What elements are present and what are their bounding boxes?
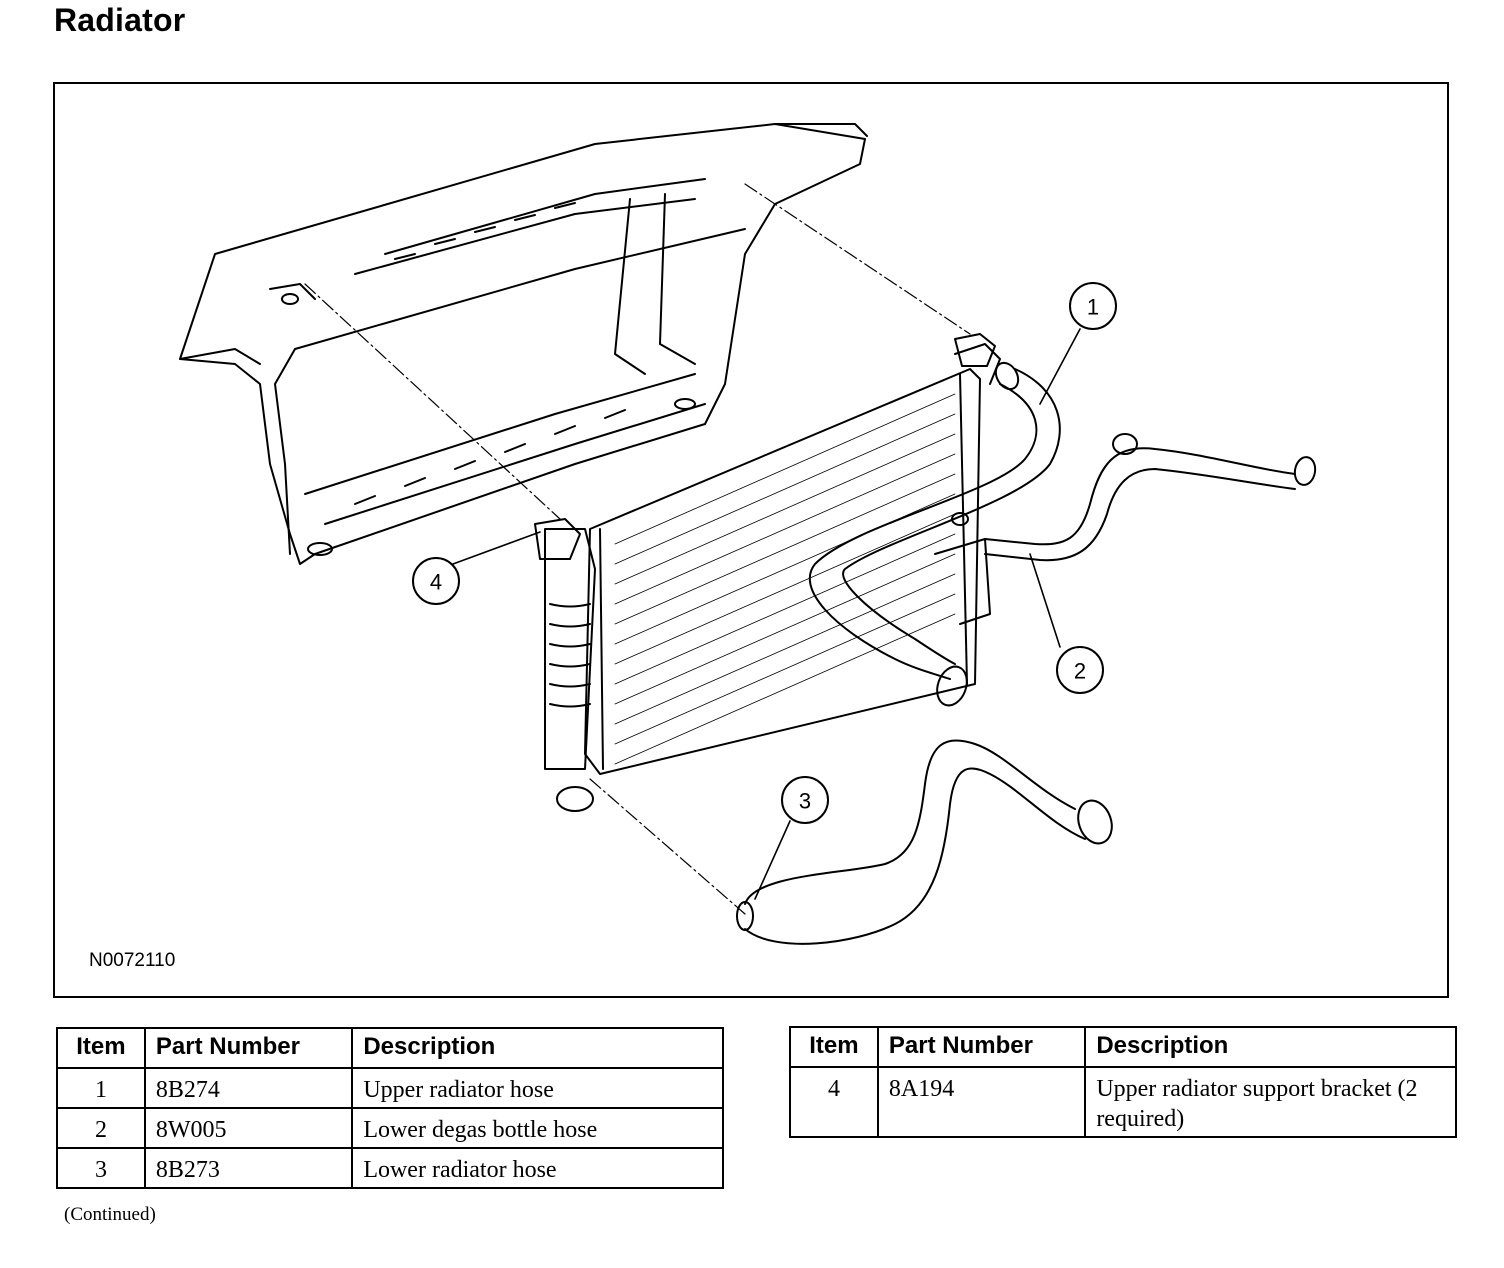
radiator-support-frame: [179, 123, 868, 565]
alignment-lines: [304, 183, 971, 915]
header-description: Description: [351, 1027, 724, 1069]
callout-1-label: 1: [1087, 295, 1099, 320]
header-item: Item: [789, 1026, 879, 1068]
page-title: Radiator: [54, 2, 186, 38]
item-cell: 3: [56, 1147, 146, 1189]
lower-radiator-hose: [736, 739, 1113, 945]
radiator-core: [544, 343, 1001, 812]
header-item: Item: [56, 1027, 146, 1069]
table-row: 1 8B274 Upper radiator hose: [56, 1067, 724, 1109]
header-part-number: Part Number: [143, 1027, 354, 1069]
callout-2: 2: [1056, 646, 1104, 694]
callout-3: 3: [781, 776, 829, 824]
callout-4-label: 4: [430, 570, 442, 595]
item-cell: 1: [56, 1067, 146, 1109]
table-row: 2 8W005 Lower degas bottle hose: [56, 1107, 724, 1149]
table-header-row: Item Part Number Description: [789, 1026, 1457, 1068]
callout-4: 4: [412, 557, 460, 605]
part-number-cell: 8W005: [143, 1107, 354, 1149]
description-cell: Upper radiator support bracket (2 requir…: [1084, 1066, 1457, 1138]
item-cell: 2: [56, 1107, 146, 1149]
parts-table-right: Item Part Number Description 4 8A194 Upp…: [789, 1026, 1457, 1138]
description-cell: Lower radiator hose: [351, 1147, 724, 1189]
continued-note: (Continued): [64, 1204, 156, 1225]
leader-lines: [452, 328, 1081, 900]
radiator-diagram: 1 2 3 4: [179, 123, 1317, 945]
table-row: 4 8A194 Upper radiator support bracket (…: [789, 1066, 1457, 1138]
callout-3-label: 3: [799, 789, 811, 814]
table-row: 3 8B273 Lower radiator hose: [56, 1147, 724, 1189]
part-number-cell: 8B273: [143, 1147, 354, 1189]
header-part-number: Part Number: [876, 1026, 1087, 1068]
figure-id: N0072110: [89, 950, 176, 971]
figure-frame: 1 2 3 4 N0072110: [53, 82, 1449, 998]
part-number-cell: 8A194: [876, 1066, 1087, 1138]
lower-degas-bottle-hose: [984, 433, 1317, 562]
table-header-row: Item Part Number Description: [56, 1027, 724, 1069]
callout-2-label: 2: [1074, 659, 1086, 684]
item-cell: 4: [789, 1066, 879, 1138]
upper-radiator-hose: [808, 361, 1061, 707]
description-cell: Upper radiator hose: [351, 1067, 724, 1109]
header-description: Description: [1084, 1026, 1457, 1068]
callout-1: 1: [1069, 282, 1117, 330]
parts-table-left: Item Part Number Description 1 8B274 Upp…: [56, 1027, 724, 1189]
part-number-cell: 8B274: [143, 1067, 354, 1109]
description-cell: Lower degas bottle hose: [351, 1107, 724, 1149]
upper-radiator-support-bracket: [534, 333, 996, 560]
